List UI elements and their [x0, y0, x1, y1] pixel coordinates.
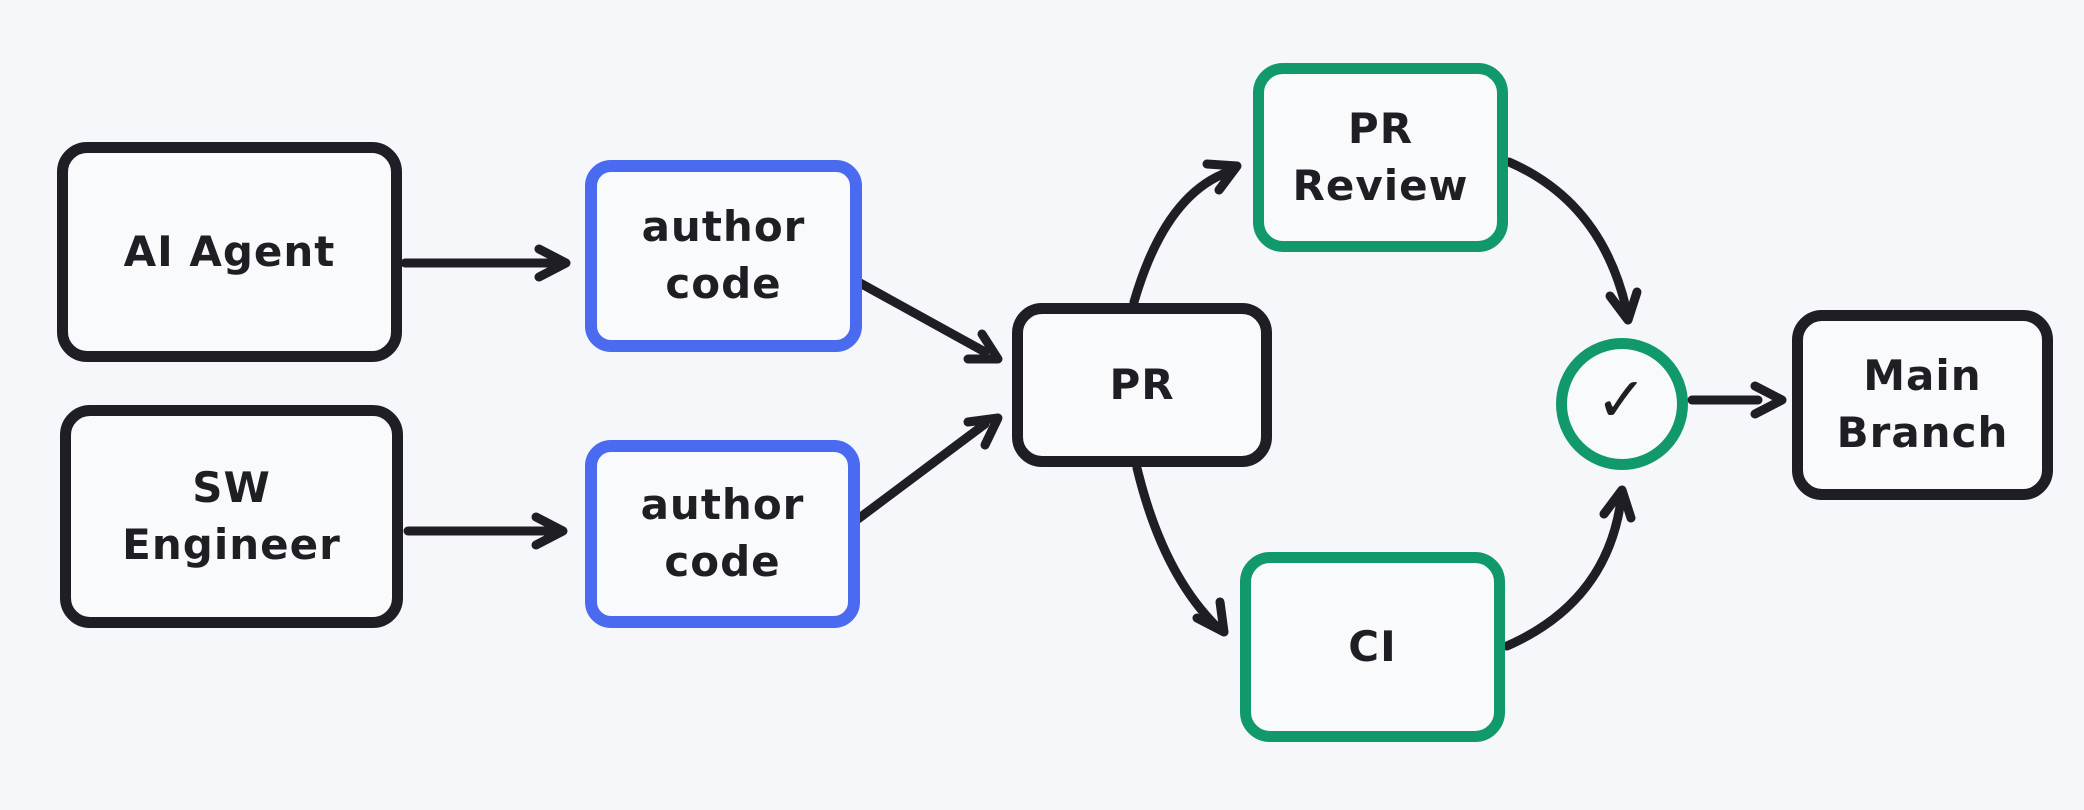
- arrow-check-to-main-branch[interactable]: [1687, 381, 1787, 419]
- node-pr-review-label: PR Review: [1292, 103, 1469, 210]
- arrow-author-code-bottom-to-pr[interactable]: [853, 413, 1003, 524]
- node-sw-engineer[interactable]: SW Engineer: [60, 405, 403, 628]
- node-author-code-bottom-label: author code: [640, 480, 805, 586]
- arrow-ai-agent-to-author-code[interactable]: [400, 244, 571, 282]
- arrow-ci-to-check[interactable]: [1502, 485, 1636, 651]
- node-author-code-top-label: author code: [641, 202, 806, 308]
- node-pr-review[interactable]: PR Review: [1253, 63, 1508, 252]
- node-ai-agent-label: AI Agent: [123, 226, 336, 276]
- node-author-code-bottom[interactable]: author code: [585, 440, 860, 628]
- node-ai-agent[interactable]: AI Agent: [57, 142, 402, 362]
- node-ci-label: CI: [1348, 621, 1397, 671]
- arrow-sw-engineer-to-author-code[interactable]: [403, 512, 568, 550]
- node-check[interactable]: ✓: [1556, 338, 1688, 470]
- node-author-code-top[interactable]: author code: [585, 160, 862, 352]
- node-pr[interactable]: PR: [1012, 303, 1272, 467]
- arrow-pr-to-ci[interactable]: [1132, 463, 1229, 637]
- check-icon: ✓: [1595, 363, 1649, 436]
- arrow-pr-to-pr-review[interactable]: [1129, 159, 1242, 307]
- node-pr-label: PR: [1109, 359, 1175, 409]
- node-ci[interactable]: CI: [1240, 552, 1505, 742]
- node-sw-engineer-label: SW Engineer: [122, 462, 341, 569]
- node-main-branch-label: Main Branch: [1836, 351, 2009, 457]
- arrow-author-code-top-to-pr[interactable]: [855, 278, 1003, 364]
- node-main-branch[interactable]: Main Branch: [1792, 310, 2053, 500]
- arrow-pr-review-to-check[interactable]: [1504, 157, 1642, 325]
